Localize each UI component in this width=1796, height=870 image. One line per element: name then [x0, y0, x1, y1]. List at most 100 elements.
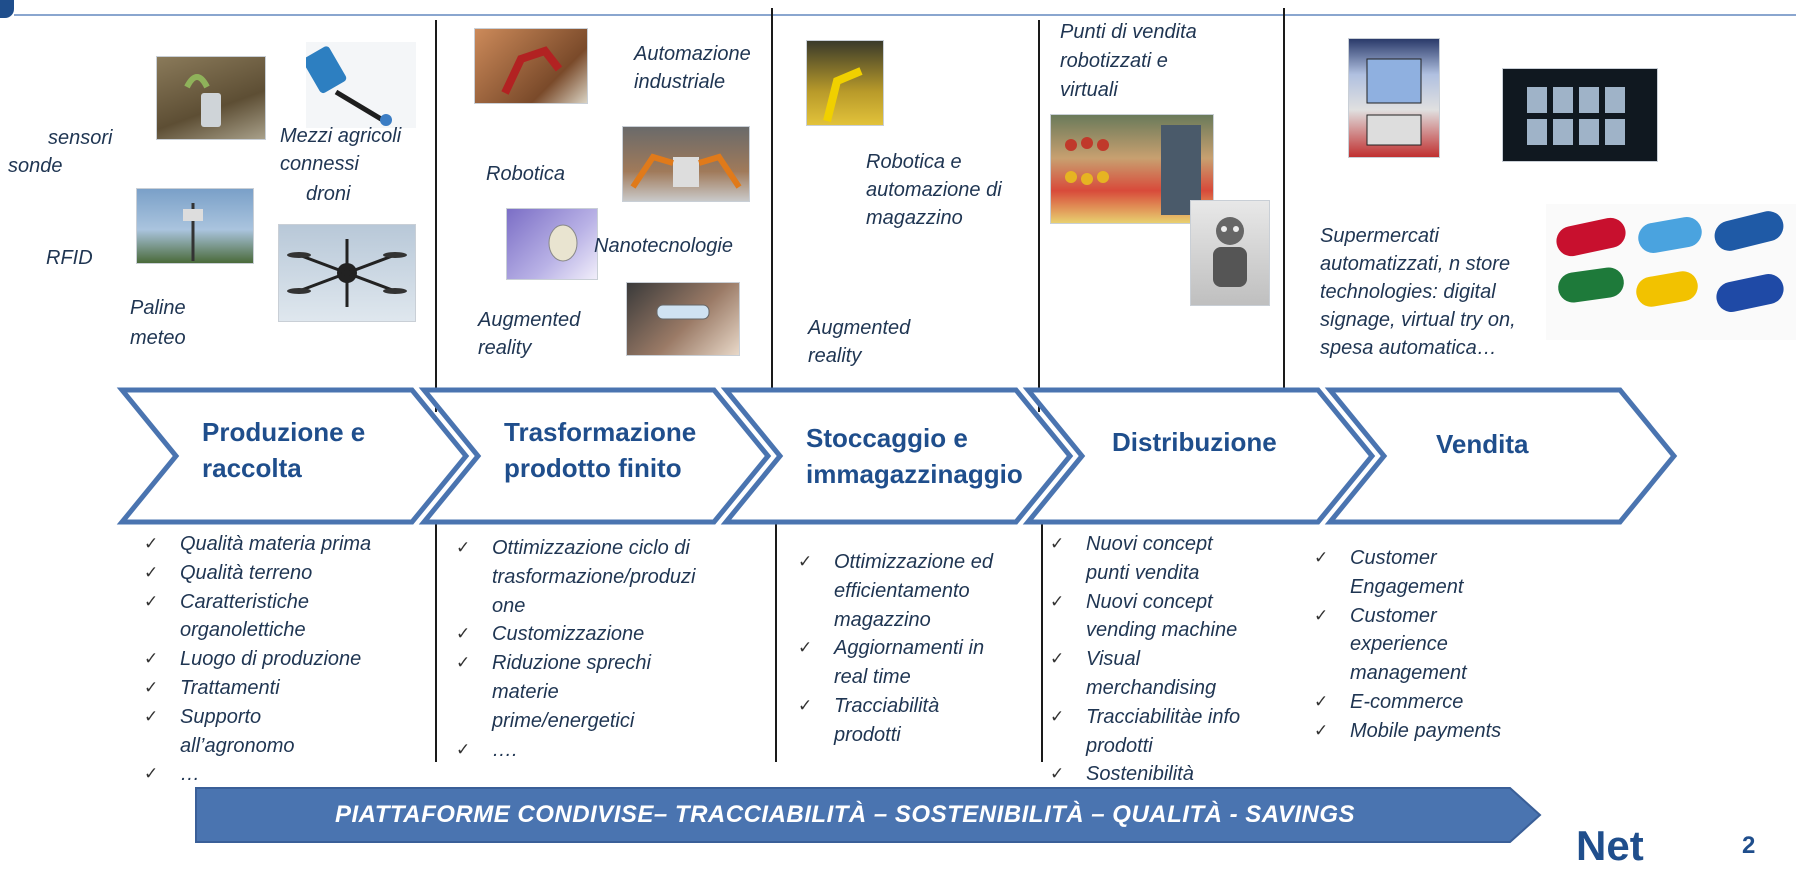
list-item-cont: Engagement	[1350, 575, 1464, 598]
column-divider-1	[435, 20, 437, 412]
label-connessi: connessi	[280, 153, 359, 175]
checkmark-icon: ✓	[1050, 591, 1065, 611]
chevron-stoccaggio	[720, 387, 1074, 525]
list-item-cont: efficientamento	[834, 579, 970, 602]
list-vendita: ✓Customer Engagement ✓Customer experienc…	[1310, 544, 1501, 746]
label-magazzino: magazzino	[866, 207, 963, 229]
corner-accent	[0, 0, 14, 18]
label-nanotecnologie: Nanotecnologie	[594, 235, 733, 257]
checkmark-icon: ✓	[1314, 605, 1329, 625]
label-automazione-di: automazione di	[866, 179, 1002, 201]
list-item: ✓Tracciabilitàe info	[1046, 703, 1240, 732]
chevron-vendita	[1324, 387, 1678, 525]
list-item: ✓Visual	[1046, 645, 1240, 674]
chevron-produzione	[116, 387, 470, 525]
label-technologies: technologies: digital	[1320, 281, 1496, 303]
checkmark-icon: ✓	[144, 649, 159, 669]
list-item: ✓Customer	[1310, 544, 1501, 573]
list-item: ✓Aggiornamenti in	[794, 634, 993, 663]
list-item: ✓E-commerce	[1310, 688, 1501, 717]
weather-station-photo	[136, 188, 254, 264]
stage-label-4: Distribuzione	[1112, 427, 1277, 457]
checkmark-icon: ✓	[1050, 764, 1065, 784]
checkmark-icon: ✓	[456, 624, 471, 644]
list-item-cont: one	[492, 594, 526, 617]
list-item: ✓Nuovi concept	[1046, 530, 1240, 559]
checkmark-icon: ✓	[798, 638, 813, 658]
label-reality-2: reality	[808, 345, 862, 367]
list-item-cont: merchandising	[1086, 676, 1217, 699]
list-item: ✓Trattamenti	[140, 674, 371, 703]
nanotech-photo	[506, 208, 598, 280]
column-divider-4	[1283, 8, 1285, 412]
list-item-cont: punti vendita	[1086, 561, 1200, 584]
industrial-robot-photo	[474, 28, 588, 104]
label-punti-vendita: Punti di vendita	[1060, 21, 1197, 43]
vending-kiosk-photo	[1348, 38, 1440, 158]
checkmark-icon: ✓	[1050, 706, 1065, 726]
label-supermercati: Supermercati	[1320, 225, 1439, 247]
checkmark-icon: ✓	[798, 552, 813, 571]
label-mezzi-agricoli: Mezzi agricoli	[280, 125, 402, 147]
platforms-banner-text: PIATTAFORME CONDIVISE– TRACCIABILITÀ – S…	[334, 801, 1356, 828]
list-item-cont: materie	[492, 680, 559, 703]
list-item: ✓Customer	[1310, 602, 1501, 631]
label-signage: signage, virtual try on,	[1320, 309, 1516, 331]
label-automazione: Automazione	[634, 43, 751, 65]
list-item: ✓Customizzazione	[452, 620, 695, 649]
list-item: ✓Mobile payments	[1310, 717, 1501, 746]
stage-label-5: Vendita	[1436, 429, 1529, 459]
dash-buttons-photo	[1546, 204, 1796, 340]
robotic-line-photo	[622, 126, 750, 202]
checkmark-icon: ✓	[144, 534, 159, 553]
list-item-cont: organolettiche	[180, 619, 306, 642]
ar-headset-photo	[626, 282, 740, 356]
list-item: ✓Qualità terreno	[140, 559, 371, 588]
list-item-cont: vending machine	[1086, 619, 1238, 642]
list-item: ✓Caratteristiche	[140, 588, 371, 617]
list-item: ✓Ottimizzazione ed	[794, 548, 993, 577]
page-number: 2	[1742, 832, 1756, 859]
list-item: ✓Luogo di produzione	[140, 645, 371, 674]
list-trasformazione: ✓Ottimizzazione ciclo di trasformazione/…	[452, 534, 695, 764]
list-item: ✓Qualità materia prima	[140, 530, 371, 559]
list-item: ✓Ottimizzazione ciclo di	[452, 534, 695, 563]
label-robotica: Robotica	[486, 163, 565, 185]
stage-label-3a: Stoccaggio e	[806, 423, 968, 453]
list-item-cont: experience	[1350, 633, 1448, 656]
humanoid-robot-photo	[1190, 200, 1270, 306]
label-industriale: industriale	[634, 71, 726, 93]
chevron-distribuzione	[1022, 387, 1376, 525]
checkmark-icon: ✓	[456, 739, 471, 759]
checkmark-icon: ✓	[798, 695, 813, 715]
list-item-cont: magazzino	[834, 608, 931, 631]
warehouse-robot-photo	[806, 40, 884, 126]
label-automatizzati: automatizzati, n store	[1320, 253, 1511, 275]
list-item: ✓Riduzione sprechi	[452, 649, 695, 678]
company-logo: Net	[1576, 822, 1644, 869]
bottom-banner-arrow	[195, 787, 1542, 843]
stage-label-3b: immagazzinaggio	[806, 459, 1023, 489]
top-rule	[14, 14, 1796, 16]
column-divider-2b	[775, 520, 777, 762]
checkmark-icon: ✓	[144, 591, 159, 611]
label-robotica-e: Robotica e	[866, 151, 962, 173]
label-reality-1: reality	[478, 337, 532, 359]
label-spesa: spesa automatica…	[1320, 337, 1497, 359]
list-item: ✓Sostenibilità	[1046, 760, 1240, 789]
list-item-cont: all’agronomo	[180, 734, 295, 757]
label-virtuali: virtuali	[1060, 79, 1118, 101]
vending-machine-photo	[1502, 68, 1658, 162]
stage-label-1b: raccolta	[202, 453, 302, 483]
list-item: ✓Supporto	[140, 703, 371, 732]
column-divider-2	[771, 8, 773, 412]
list-item-cont: real time	[834, 666, 911, 689]
list-item-cont: prime/energetici	[492, 709, 635, 732]
checkmark-icon: ✓	[144, 706, 159, 726]
label-droni: droni	[306, 183, 351, 205]
drone-photo	[278, 224, 416, 322]
stage-label-1a: Produzione e	[202, 417, 366, 447]
checkmark-icon: ✓	[144, 764, 159, 784]
checkmark-icon: ✓	[144, 677, 159, 697]
